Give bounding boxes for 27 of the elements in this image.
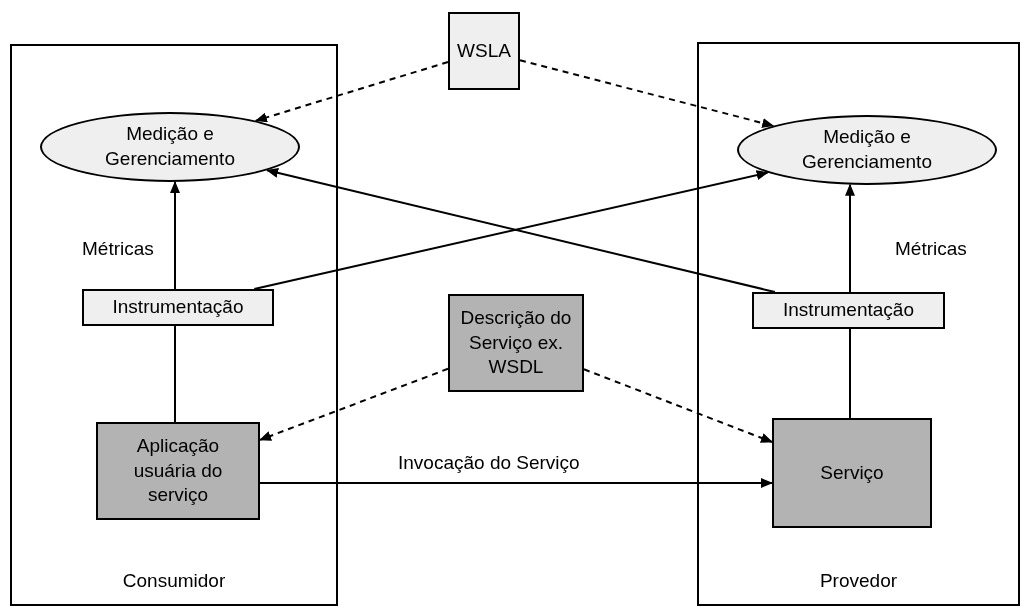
process-box (448, 12, 520, 90)
node-label: Instrumentação (112, 295, 244, 320)
process-box (96, 422, 260, 520)
dashed-arrow (583, 368, 773, 443)
process-box (772, 418, 932, 528)
node-label: Aplicação usuária do serviço (132, 433, 224, 508)
node-label: Instrumentação (783, 298, 914, 323)
dashed-arrow (259, 367, 449, 441)
node-label: Serviço (820, 460, 884, 485)
node-label: Medição e Gerenciamento (104, 122, 236, 171)
process-box (82, 289, 274, 326)
group-frame (697, 42, 1020, 606)
dashed-arrow (254, 61, 449, 123)
arrow (845, 183, 855, 293)
process-box (752, 292, 945, 329)
arrow (170, 181, 180, 290)
dashed-arrow (519, 59, 775, 128)
connector-line (174, 325, 176, 423)
node-label: WSLA (457, 38, 511, 63)
node-label: Medição e Gerenciamento (801, 125, 933, 174)
node-label: Descrição do Serviço ex. WSDL (460, 305, 572, 380)
arrow (259, 478, 773, 488)
group-frame (10, 44, 338, 606)
process-box (448, 294, 584, 392)
group-title: Consumidor (121, 569, 227, 594)
connector-line (849, 328, 851, 419)
group-title: Provedor (818, 569, 899, 594)
